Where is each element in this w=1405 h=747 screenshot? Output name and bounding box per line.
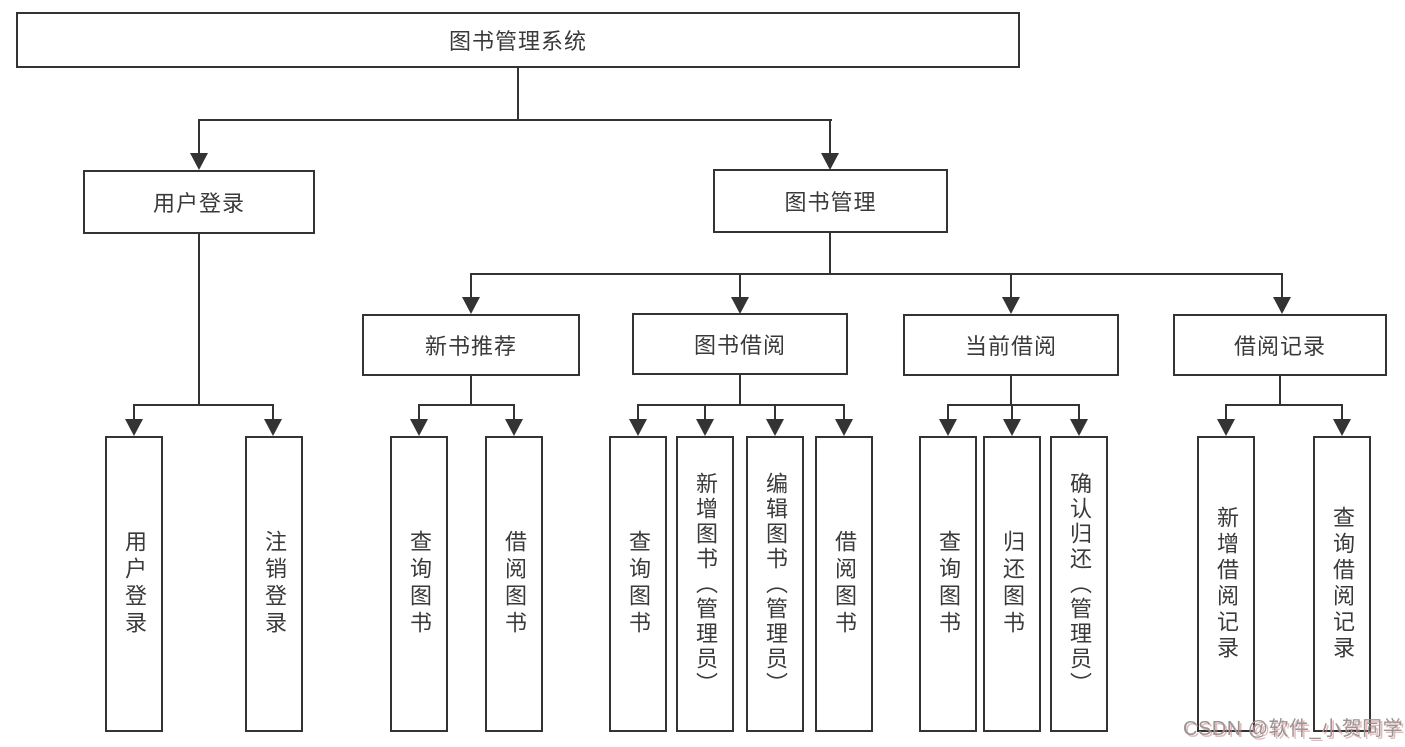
connector-line: [513, 404, 515, 422]
connector-line: [1011, 404, 1013, 422]
arrow-down-icon: [1273, 297, 1291, 314]
arrow-down-icon: [462, 297, 480, 314]
leaf-return-book: 归还图书: [983, 436, 1041, 732]
node-borrow-records: 借阅记录: [1173, 314, 1387, 376]
arrow-down-icon: [821, 153, 839, 170]
leaf-user-login: 用户登录: [105, 436, 163, 732]
connector-line: [1225, 404, 1227, 422]
arrow-down-icon: [125, 419, 143, 436]
connector-line: [947, 404, 1080, 406]
arrow-down-icon: [264, 419, 282, 436]
leaf-add-borrow-record: 新增借阅记录: [1197, 436, 1255, 732]
connector-line: [470, 273, 472, 299]
leaf-borrow-book-2-label: 借阅图书: [832, 530, 857, 638]
connector-line: [1078, 404, 1080, 422]
connector-line: [739, 273, 741, 299]
connector-line: [637, 404, 639, 422]
arrow-down-icon: [1003, 419, 1021, 436]
connector-line: [1225, 404, 1343, 406]
leaf-borrow-book-1-label: 借阅图书: [502, 530, 527, 638]
leaf-query-book-1-label: 查询图书: [407, 530, 432, 638]
node-borrow-records-label: 借阅记录: [1233, 334, 1326, 359]
connector-line: [1279, 376, 1281, 406]
connector-line: [1010, 273, 1012, 299]
connector-line: [1281, 273, 1283, 299]
connector-line: [1010, 376, 1012, 406]
arrow-down-icon: [1217, 419, 1235, 436]
arrow-down-icon: [1002, 297, 1020, 314]
connector-line: [133, 404, 274, 406]
arrow-down-icon: [1333, 419, 1351, 436]
leaf-borrow-book-2: 借阅图书: [815, 436, 873, 732]
arrow-down-icon: [731, 297, 749, 314]
node-user-login-label: 用户登录: [152, 191, 245, 216]
connector-line: [843, 404, 845, 422]
connector-line: [198, 234, 200, 406]
leaf-edit-book-label: 编辑图书（管理员）: [763, 471, 788, 697]
node-root: 图书管理系统: [16, 12, 1020, 68]
arrow-down-icon: [766, 419, 784, 436]
leaf-query-borrow-record: 查询借阅记录: [1313, 436, 1371, 732]
node-book-management: 图书管理: [713, 169, 948, 233]
connector-line: [829, 233, 831, 275]
arrow-down-icon: [696, 419, 714, 436]
arrow-down-icon: [410, 419, 428, 436]
arrow-down-icon: [629, 419, 647, 436]
connector-line: [418, 404, 420, 422]
leaf-query-borrow-record-label: 查询借阅记录: [1330, 506, 1355, 662]
leaf-logout-label: 注销登录: [262, 530, 287, 638]
connector-line: [637, 404, 845, 406]
node-book-borrow: 图书借阅: [632, 313, 848, 375]
connector-line: [739, 375, 741, 406]
connector-line: [947, 404, 949, 422]
leaf-logout: 注销登录: [245, 436, 303, 732]
leaf-query-book-2: 查询图书: [609, 436, 667, 732]
connector-line: [418, 404, 515, 406]
node-root-label: 图书管理系统: [448, 29, 587, 54]
connector-line: [272, 404, 274, 422]
connector-line: [829, 119, 831, 155]
leaf-borrow-book-1: 借阅图书: [485, 436, 543, 732]
arrow-down-icon: [835, 419, 853, 436]
leaf-query-book-1: 查询图书: [390, 436, 448, 732]
node-current-borrow-label: 当前借阅: [964, 334, 1057, 359]
leaf-user-login-label: 用户登录: [122, 530, 147, 638]
connector-line: [1341, 404, 1343, 422]
connector-line: [774, 404, 776, 422]
arrow-down-icon: [1070, 419, 1088, 436]
leaf-add-borrow-record-label: 新增借阅记录: [1214, 506, 1239, 662]
connector-line: [198, 119, 200, 155]
node-book-management-label: 图书管理: [784, 190, 877, 215]
node-new-book-recommend: 新书推荐: [362, 314, 580, 376]
leaf-confirm-return-label: 确认归还（管理员）: [1067, 471, 1092, 697]
node-user-login: 用户登录: [83, 170, 315, 234]
node-new-book-recommend-label: 新书推荐: [424, 334, 517, 359]
leaf-return-book-label: 归还图书: [1000, 530, 1025, 638]
leaf-edit-book: 编辑图书（管理员）: [746, 436, 804, 732]
node-current-borrow: 当前借阅: [903, 314, 1119, 376]
arrow-down-icon: [939, 419, 957, 436]
connector-line: [198, 119, 832, 121]
arrow-down-icon: [190, 153, 208, 170]
leaf-add-book: 新增图书（管理员）: [676, 436, 734, 732]
connector-line: [704, 404, 706, 422]
node-book-borrow-label: 图书借阅: [693, 333, 786, 358]
leaf-query-book-2-label: 查询图书: [626, 530, 651, 638]
arrow-down-icon: [505, 419, 523, 436]
connector-line: [133, 404, 135, 422]
leaf-query-book-3-label: 查询图书: [936, 530, 961, 638]
leaf-confirm-return: 确认归还（管理员）: [1050, 436, 1108, 732]
connector-line: [470, 376, 472, 406]
leaf-add-book-label: 新增图书（管理员）: [693, 471, 718, 697]
connector-line: [517, 68, 519, 121]
csdn-watermark: CSDN @软件_小贺同学: [1183, 718, 1404, 740]
connector-line: [470, 273, 1283, 275]
leaf-query-book-3: 查询图书: [919, 436, 977, 732]
